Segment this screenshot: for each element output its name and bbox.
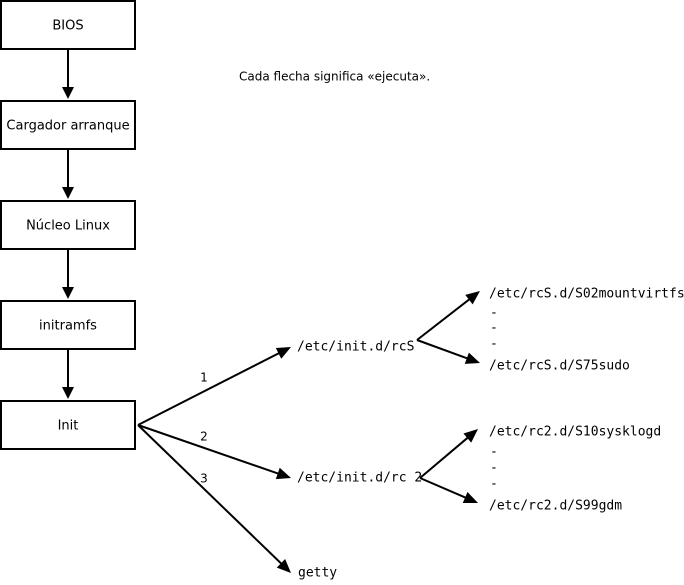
init-branches-group: 1 2 3 bbox=[137, 347, 291, 573]
box-outline bbox=[0, 0, 136, 50]
box-bios: BIOS bbox=[0, 0, 136, 50]
rc-script-label: /etc/rcS.d/S75sudo bbox=[489, 359, 630, 374]
box-label: Núcleo Linux bbox=[26, 219, 110, 234]
script-label-rc2: /etc/init.d/rc 2 bbox=[297, 471, 422, 486]
init-branch-rcS: 1 bbox=[137, 347, 291, 426]
rc-script-label: /etc/rc2.d/S10sysklogd bbox=[489, 425, 661, 440]
script-label-getty: getty bbox=[298, 566, 337, 581]
ellipsis-dash: - bbox=[490, 461, 498, 476]
box-label: initramfs bbox=[39, 319, 97, 334]
branch-number: 3 bbox=[200, 472, 208, 486]
chain-arrow bbox=[62, 350, 74, 399]
box-outline bbox=[0, 100, 136, 150]
box-outline bbox=[0, 300, 136, 350]
box-cargador-arranque: Cargador arranque bbox=[0, 100, 136, 150]
box-label: Init bbox=[58, 419, 79, 434]
ellipsis-dash: - bbox=[490, 477, 498, 492]
chain-arrow bbox=[62, 250, 74, 299]
box-outline bbox=[0, 400, 136, 450]
fanouts-group: /etc/rcS.d/S02mountvirtfs/etc/rcS.d/S75s… bbox=[416, 287, 684, 514]
branch-number: 1 bbox=[200, 371, 208, 385]
chain-arrow bbox=[62, 50, 74, 99]
ellipsis-dash: - bbox=[490, 445, 498, 460]
box-n-cleo-linux: Núcleo Linux bbox=[0, 200, 136, 250]
box-label: Cargador arranque bbox=[6, 119, 129, 134]
box-label: BIOS bbox=[52, 19, 83, 34]
box-outline bbox=[0, 200, 136, 250]
chain-arrows-group bbox=[62, 50, 74, 399]
box-init: Init bbox=[0, 400, 136, 450]
ellipsis-dash: - bbox=[490, 321, 498, 336]
ellipsis-dash: - bbox=[490, 306, 498, 321]
rcS-fanout: /etc/rcS.d/S02mountvirtfs/etc/rcS.d/S75s… bbox=[416, 287, 684, 374]
caption-text: Cada flecha significa «ejecuta». bbox=[239, 70, 430, 84]
branch-number: 2 bbox=[200, 430, 208, 444]
script-nodes-group: /etc/init.d/rcS/etc/init.d/rc 2 getty bbox=[297, 340, 422, 581]
init-branch-getty: 3 bbox=[137, 424, 291, 573]
box-initramfs: initramfs bbox=[0, 300, 136, 350]
script-label-rcS: /etc/init.d/rcS bbox=[297, 340, 414, 355]
ellipsis-dash: - bbox=[490, 337, 498, 352]
rc-script-label: /etc/rc2.d/S99gdm bbox=[489, 499, 622, 514]
chain-arrow bbox=[62, 150, 74, 199]
rc-script-label: /etc/rcS.d/S02mountvirtfs bbox=[489, 287, 684, 302]
rc2-fanout: /etc/rc2.d/S10sysklogd/etc/rc2.d/S99gdm -… bbox=[419, 425, 661, 514]
init-branch-rc2: 2 bbox=[137, 424, 291, 480]
